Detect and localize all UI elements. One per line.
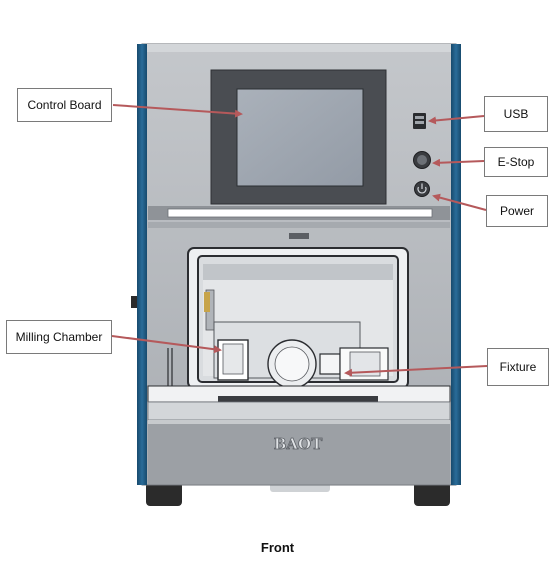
arrow-power <box>432 193 487 211</box>
brand-logo: BAOT <box>274 435 323 453</box>
arrow-milling-chamber <box>111 335 222 354</box>
arrow-control-board <box>112 104 243 118</box>
label-power: Power <box>486 195 548 227</box>
label-milling-chamber: Milling Chamber <box>6 320 112 354</box>
arrow-estop <box>432 158 485 167</box>
arrow-usb <box>428 115 485 125</box>
slot-opening <box>167 208 433 218</box>
figure-caption: Front <box>260 540 295 555</box>
side-connector <box>131 296 137 308</box>
power-button-icon <box>414 181 430 197</box>
callout-arrows <box>111 104 488 377</box>
bottom-panel-edge <box>148 420 450 424</box>
mid-panel-edge <box>148 222 450 228</box>
label-usb: USB <box>484 96 548 132</box>
lower-tray <box>147 385 451 421</box>
milling-chamber <box>187 247 409 389</box>
right-side-panel <box>451 44 461 485</box>
usb-port-icon <box>413 113 426 129</box>
left-side-panel <box>137 44 147 485</box>
label-fixture: Fixture <box>487 348 549 386</box>
label-estop: E-Stop <box>484 147 548 177</box>
arrow-fixture <box>344 365 488 377</box>
control-board <box>210 69 387 205</box>
estop-button-icon <box>413 151 431 169</box>
bottom-panel <box>148 420 450 484</box>
machine-feet <box>146 482 450 506</box>
label-control-board: Control Board <box>17 88 112 122</box>
label-plate <box>289 233 309 239</box>
